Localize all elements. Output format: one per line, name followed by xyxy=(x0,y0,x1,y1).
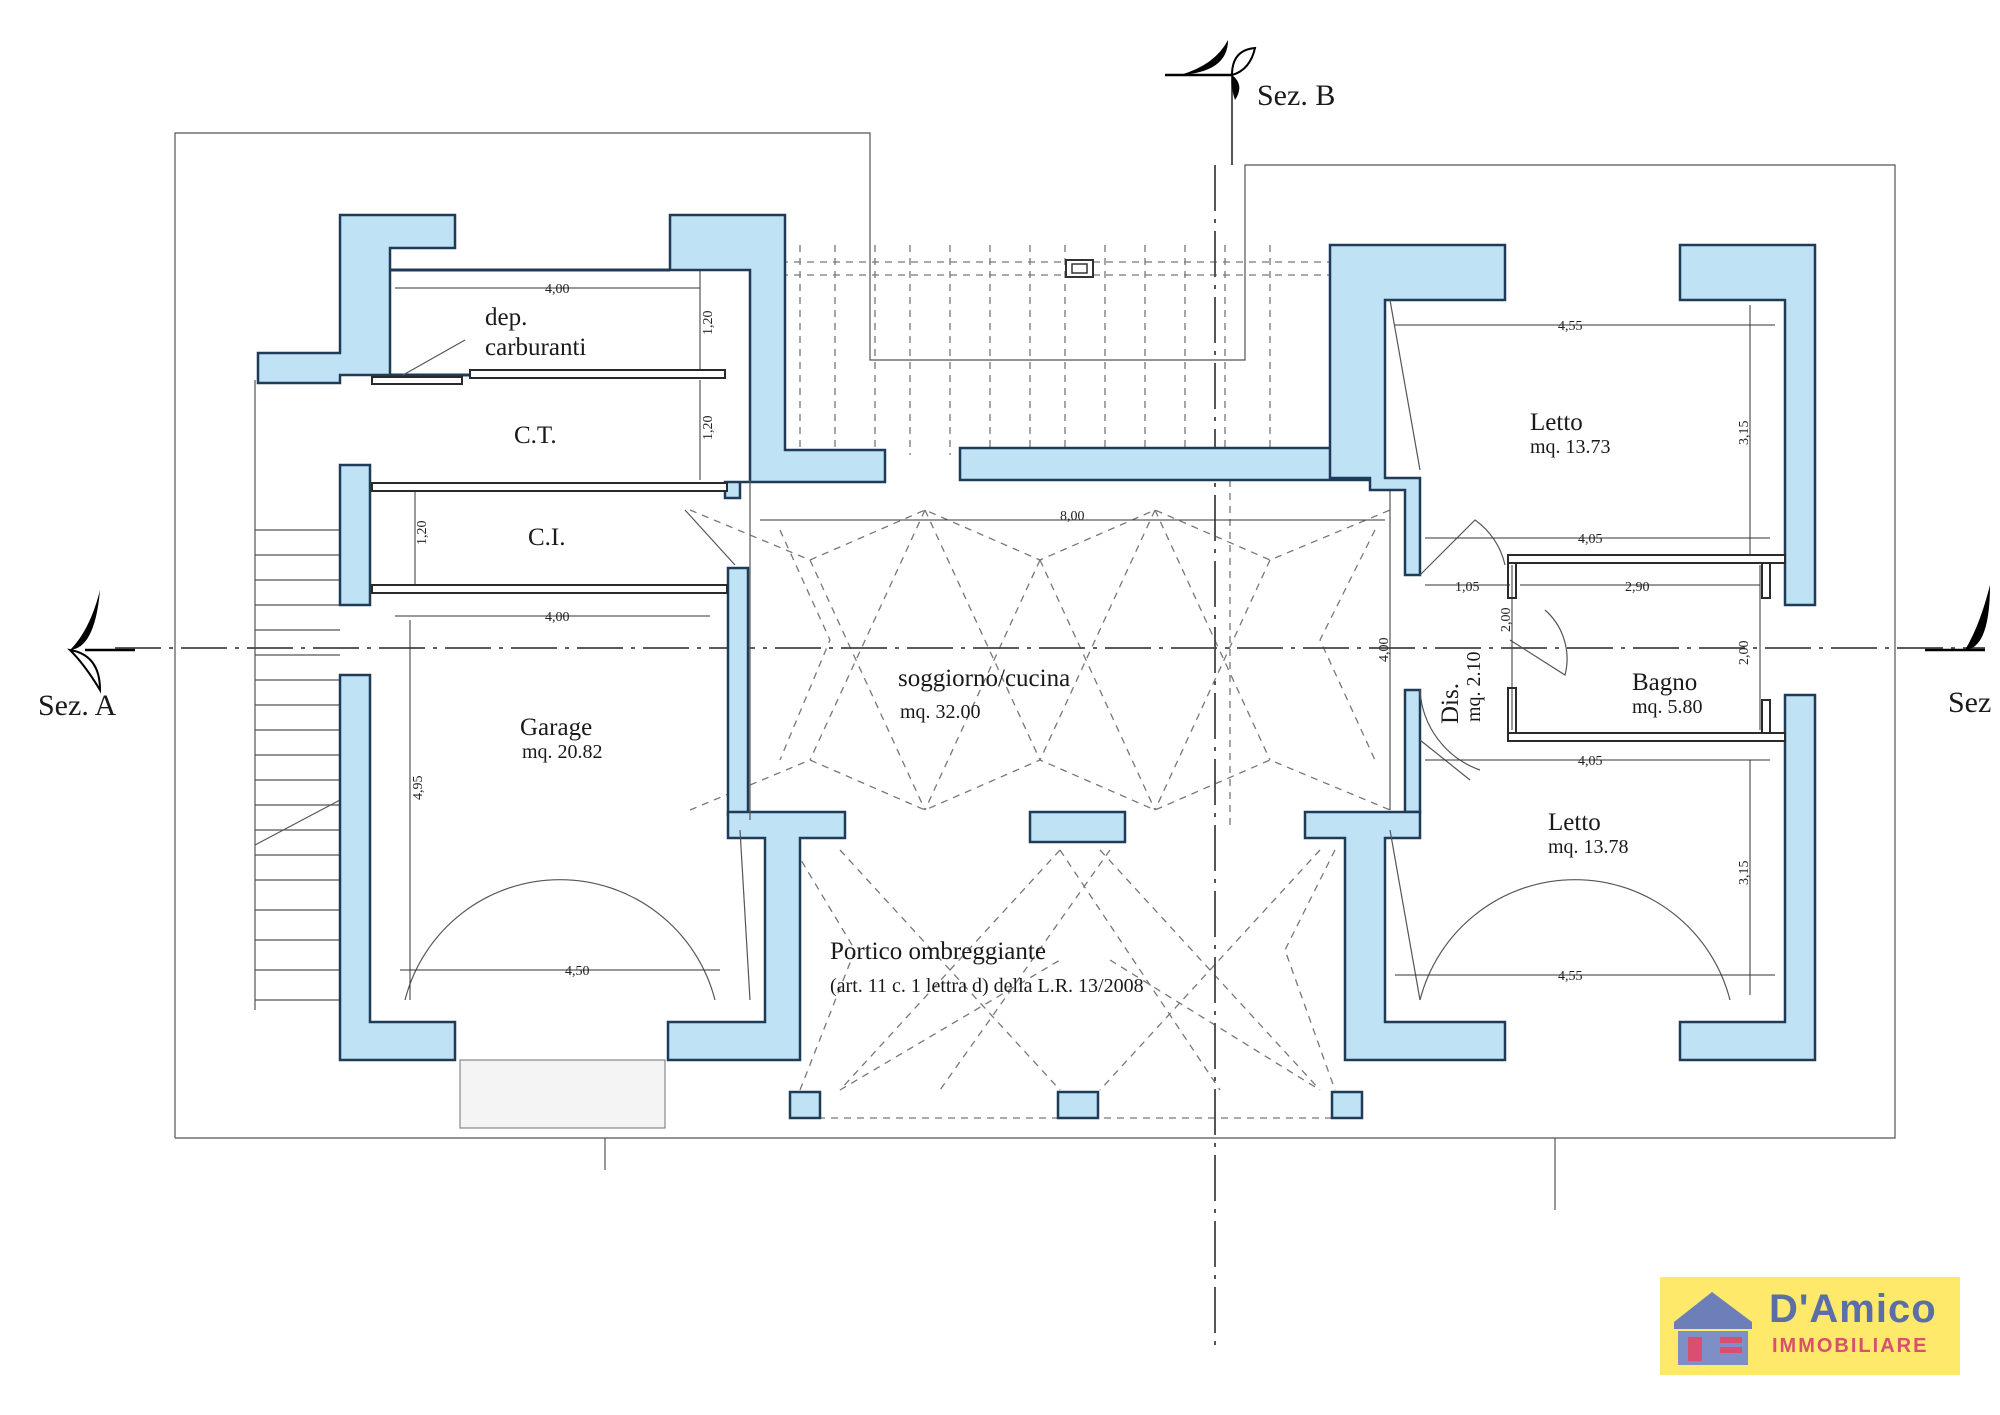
logo-subtitle: IMMOBILIARE xyxy=(1772,1335,1929,1357)
site-outline xyxy=(174,132,1896,1210)
dim-ct-depth: 1,20 xyxy=(701,416,716,441)
bed1-area: mq. 13.73 xyxy=(1530,436,1611,458)
bath-area: mq. 5.80 xyxy=(1632,696,1703,718)
dim-dis-width: 1,05 xyxy=(1455,580,1480,595)
dim-dep-depth: 1,20 xyxy=(701,311,716,336)
living-area: mq. 32.00 xyxy=(900,701,981,723)
dim-living-depth: 4,00 xyxy=(1377,638,1392,663)
bed1-label: Letto xyxy=(1530,409,1583,436)
section-a-label: Sez. A xyxy=(38,689,117,722)
bed2-label: Letto xyxy=(1548,809,1601,836)
dim-bed2-inner-width: 4,05 xyxy=(1578,754,1603,769)
house-icon xyxy=(1674,1292,1752,1365)
section-b-label: Sez. B xyxy=(1257,79,1335,112)
dim-bed2-depth: 3,15 xyxy=(1737,861,1752,886)
dimension-labels: 4,00 1,20 1,20 1,20 4,00 4,95 4,50 8,00 … xyxy=(411,282,1752,984)
dim-dep-width: 4,00 xyxy=(545,282,570,297)
portico-label: Portico ombreggiante xyxy=(830,938,1046,965)
garage-apron xyxy=(459,1059,666,1129)
dim-garage-width-bottom: 4,50 xyxy=(565,964,590,979)
dim-bath-depth-right: 2,00 xyxy=(1737,641,1752,666)
portico-note: (art. 11 c. 1 lettra d) della L.R. 13/20… xyxy=(830,975,1144,997)
living-label: soggiorno/cucina xyxy=(898,665,1070,692)
ceiling-pattern xyxy=(689,480,1391,830)
exterior-walls xyxy=(256,213,1817,1120)
damico-logo: D'Amico IMMOBILIARE xyxy=(1660,1277,1960,1375)
portico-pattern xyxy=(794,849,1336,1119)
section-lines xyxy=(115,75,1985,1350)
door-swings xyxy=(402,299,1731,1001)
dimension-lines xyxy=(395,270,1775,1000)
section-marker-a-right xyxy=(1925,585,1990,652)
dis-label: Dis. xyxy=(1437,683,1464,724)
dis-area: mq. 2.10 xyxy=(1463,651,1485,722)
bed2-area: mq. 13.78 xyxy=(1548,836,1629,858)
dep-label-1: dep. xyxy=(485,304,527,331)
dim-ci-depth: 1,20 xyxy=(415,521,430,546)
dim-garage-depth: 4,95 xyxy=(411,776,426,801)
dim-bath-width: 2,90 xyxy=(1625,580,1650,595)
dim-bed2-width: 4,55 xyxy=(1558,969,1583,984)
logo-name: D'Amico xyxy=(1769,1287,1937,1331)
dep-label-2: carburanti xyxy=(485,334,586,361)
bath-label: Bagno xyxy=(1632,669,1697,696)
dim-garage-width-top: 4,00 xyxy=(545,610,570,625)
room-labels: dep. carburanti C.T. C.I. Garage mq. 20.… xyxy=(485,304,1703,997)
dim-living-width: 8,00 xyxy=(1060,509,1085,524)
pergola-top xyxy=(755,245,1370,455)
ct-label: C.T. xyxy=(514,422,557,449)
section-marker-b xyxy=(1165,40,1257,100)
dim-bed1-depth: 3,15 xyxy=(1737,421,1752,446)
section-marker-a-left xyxy=(67,590,135,694)
dim-bed1-width: 4,55 xyxy=(1558,319,1583,334)
ci-label: C.I. xyxy=(528,524,566,551)
section-a-label-right: Sez xyxy=(1948,686,1991,719)
garage-area: mq. 20.82 xyxy=(522,741,603,763)
external-stair xyxy=(254,380,341,1010)
dim-bath-depth-left: 2,00 xyxy=(1499,608,1514,633)
dim-bed1-inner-width: 4,05 xyxy=(1578,532,1603,547)
garage-label: Garage xyxy=(520,714,592,741)
